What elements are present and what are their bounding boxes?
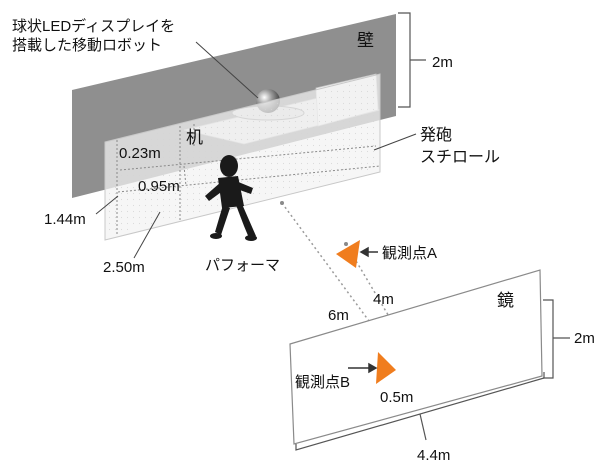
distance-6m-label: 6m: [328, 307, 349, 324]
desk-label: 机: [186, 128, 203, 147]
dim-label-0-23m: 0.23m: [119, 145, 161, 162]
performer-label: パフォーマ: [205, 257, 280, 274]
mirror-height-label: 2m: [574, 330, 595, 347]
mirror-width-bracket: [295, 372, 545, 451]
observation-point-b-marker: [376, 352, 396, 384]
styrofoam-label-line1: 発砲: [420, 126, 452, 144]
leader-lines: [95, 41, 417, 259]
styrofoam-label-line2: スチロール: [420, 149, 500, 166]
robot-label-line1: 球状LEDディスプレイを: [12, 17, 175, 35]
wall-height-label: 2m: [432, 54, 453, 71]
dim-label-0-95m: 0.95m: [138, 178, 180, 195]
robot-label-line2: 搭載した移動ロボット: [12, 37, 162, 54]
mirror-width-label: 4.4m: [417, 447, 450, 464]
observation-point-a-marker: [336, 240, 360, 268]
observation-point-a-label: 観測点A: [382, 245, 437, 262]
dimension-lines: [116, 124, 381, 236]
wall-label: 壁: [357, 31, 374, 50]
distance-4m-label: 4m: [373, 291, 394, 308]
dim-label-1-44m: 1.44m: [44, 211, 86, 228]
mirror-panel: [289, 269, 543, 445]
wall-height-bracket: [398, 12, 426, 108]
styrofoam-grid: [108, 78, 376, 235]
mirror-label: 鏡: [497, 291, 514, 310]
distance-0-5m-label: 0.5m: [380, 389, 413, 406]
mirror-height-bracket: [543, 299, 570, 379]
performer-figure: [205, 155, 257, 241]
marker-arrows: [348, 246, 378, 374]
observation-point-b-label: 観測点B: [295, 374, 350, 391]
dim-label-2-50m: 2.50m: [103, 259, 145, 276]
